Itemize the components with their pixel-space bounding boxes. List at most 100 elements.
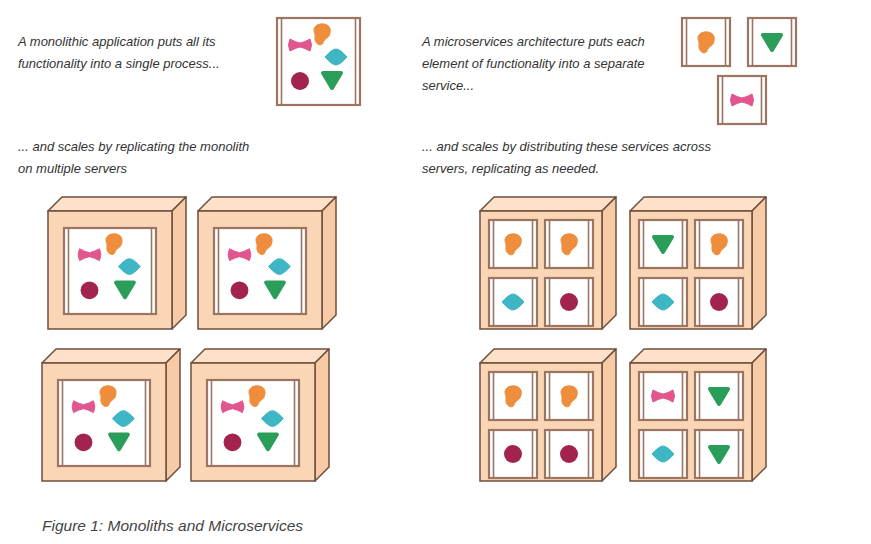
component-shape [652,294,674,310]
process-rail [699,220,701,268]
process-rail [532,220,534,268]
green-component [266,282,284,297]
server-top [191,349,329,363]
green-component [323,73,341,88]
process-frame [214,228,306,314]
process-rail [211,380,213,466]
server-front [630,363,752,481]
component-shape [710,389,728,404]
process-rail [493,220,495,268]
component-shape [289,39,312,51]
process-outline [545,278,593,326]
process-outline [545,430,593,478]
process-rail [643,430,645,478]
component-shape [763,35,781,50]
process-rail [281,18,283,105]
process-rail [588,220,590,268]
server-top [198,197,336,211]
process-frame [748,18,796,66]
process-rail [682,372,684,420]
component-shape [711,234,727,255]
process-rail [301,228,303,314]
process-rail [738,430,740,478]
process-outline [489,372,537,420]
process-outline [639,220,687,268]
process-rail [588,430,590,478]
orange-component [314,24,330,45]
server-side [752,349,766,481]
green-component [654,237,672,252]
component-shape [81,281,99,299]
process-frame [545,278,593,326]
process-frame [277,18,360,105]
server-top [630,197,766,211]
orange-component [561,234,577,255]
server-box [48,197,186,329]
server-front [480,363,602,481]
process-outline [489,220,537,268]
microservice-servers [480,197,766,481]
pink-component [221,401,244,413]
process-rail [738,278,740,326]
component-shape [504,445,522,463]
component-shape [221,401,244,413]
component-shape [72,401,95,413]
server-top [630,349,766,363]
component-shape [505,234,521,255]
process-outline [695,278,743,326]
red-component [560,293,578,311]
description-text: ... and scales by distributing these ser… [422,136,722,180]
green-component [116,282,134,297]
process-rail [355,18,357,105]
process-rail [643,278,645,326]
monolith-servers [42,197,336,481]
legend-icons [277,18,796,124]
process-rail [294,380,296,466]
orange-component [106,234,122,255]
red-component [504,445,522,463]
orange-component [100,386,116,407]
process-outline [214,228,306,314]
process-outline [718,76,766,124]
green-component [110,434,128,449]
component-shape [249,386,265,407]
process-rail [682,278,684,326]
component-shape [561,386,577,407]
teal-component [652,294,674,310]
component-shape [113,411,135,427]
process-frame [639,220,687,268]
teal-component [262,411,284,427]
server-top [480,349,616,363]
component-shape [710,293,728,311]
process-rail [218,228,220,314]
process-rail [682,220,684,268]
process-rail [549,220,551,268]
component-shape [228,249,251,261]
process-outline [748,18,796,66]
process-rail [643,372,645,420]
component-shape [652,446,674,462]
process-rail [722,76,724,124]
process-frame [64,228,156,314]
teal-component [113,411,135,427]
green-component [763,35,781,50]
process-outline [207,380,299,466]
process-outline [639,372,687,420]
server-box [42,349,180,481]
process-rail [791,18,793,66]
process-frame [489,278,537,326]
server-side [602,349,616,481]
component-shape [710,447,728,462]
orange-component [505,386,521,407]
process-outline [489,430,537,478]
process-frame [682,18,730,66]
process-outline [545,220,593,268]
process-outline [639,430,687,478]
green-component [710,447,728,462]
teal-component [269,259,291,275]
server-top [42,349,180,363]
process-rail [532,430,534,478]
process-rail [643,220,645,268]
red-component [75,433,93,451]
